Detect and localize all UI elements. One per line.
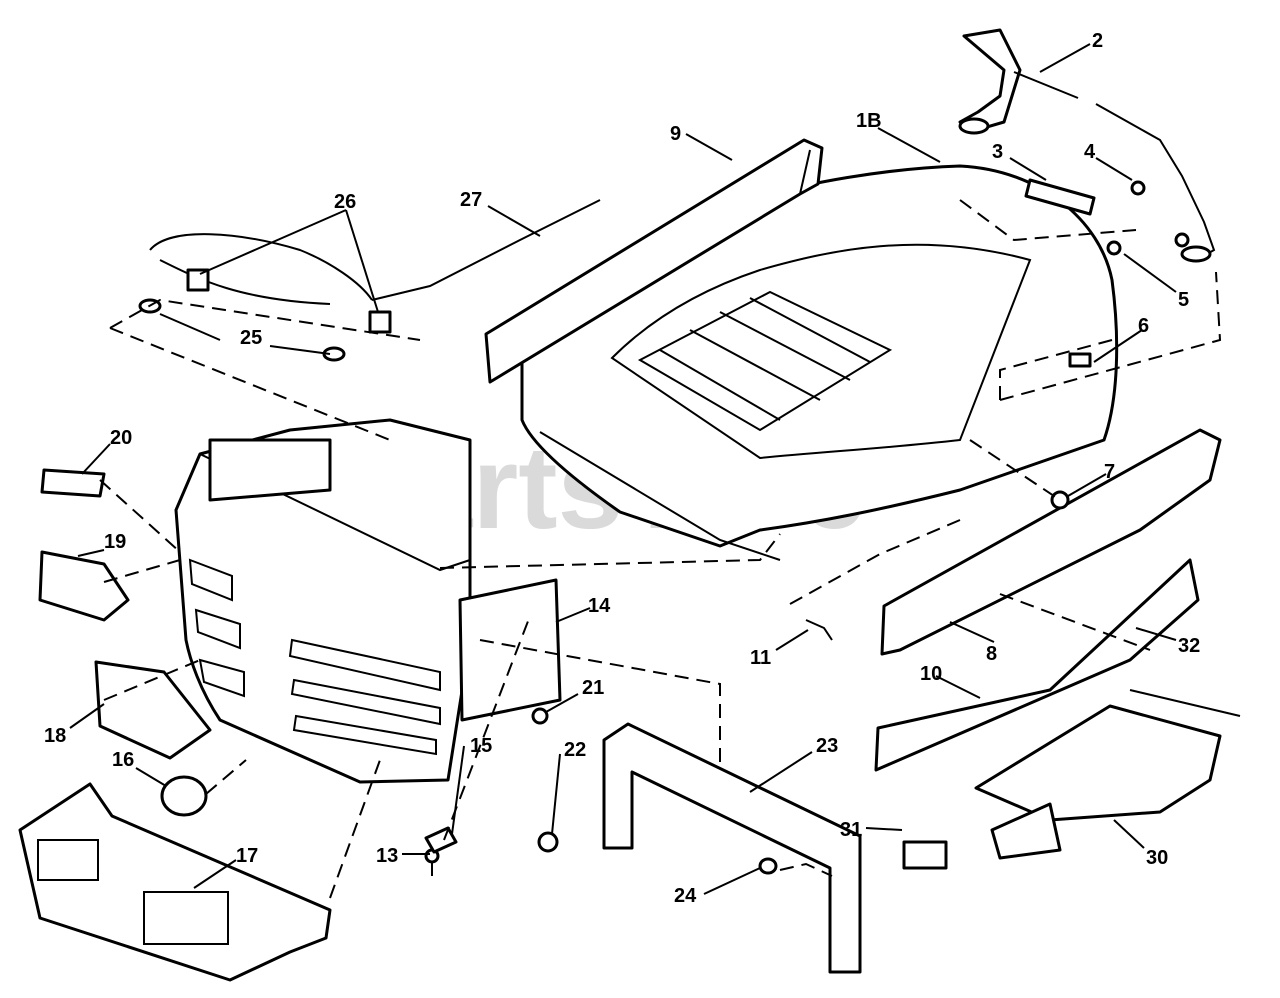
- callout-1b: 1B: [856, 110, 882, 132]
- callout-17: 17: [236, 845, 258, 867]
- part-front-bumper[interactable]: [18, 782, 332, 982]
- callout-5: 5: [1178, 289, 1189, 311]
- part-clip-15[interactable]: [424, 826, 458, 854]
- callout-16: 16: [112, 749, 134, 771]
- part-headlight-lens-lower[interactable]: [94, 660, 212, 760]
- part-fastener-7[interactable]: [1050, 490, 1070, 510]
- callout-18: 18: [44, 725, 66, 747]
- part-headlight-harness[interactable]: [138, 199, 601, 362]
- part-washer-24[interactable]: [758, 857, 778, 875]
- callout-4: 4: [1084, 141, 1096, 163]
- assembly-lines: [99, 199, 1222, 899]
- callout-30: 30: [1146, 847, 1168, 869]
- part-lens-flat[interactable]: [40, 468, 106, 498]
- callout-27: 27: [460, 189, 482, 211]
- leader-lines: [69, 43, 1177, 895]
- part-hinge-plate[interactable]: [1024, 178, 1096, 216]
- callout-19: 19: [104, 531, 126, 553]
- callout-20: 20: [110, 427, 132, 449]
- callout-11: 11: [750, 647, 771, 669]
- callout-32: 32: [1178, 635, 1200, 657]
- callout-14: 14: [588, 595, 611, 617]
- part-latch-6[interactable]: [1068, 352, 1092, 368]
- part-side-panel-10[interactable]: [874, 558, 1200, 772]
- part-support-bracket[interactable]: [602, 722, 862, 974]
- callout-13: 13: [376, 845, 398, 867]
- callout-31: 31: [840, 819, 862, 841]
- callout-10: 10: [920, 663, 942, 685]
- callout-21: 21: [582, 677, 604, 699]
- callout-25: 25: [240, 327, 262, 349]
- callout-2: 2: [1092, 30, 1103, 52]
- part-bolt-22[interactable]: [537, 831, 559, 853]
- part-emblem[interactable]: [160, 775, 208, 817]
- part-bolt-21[interactable]: [531, 707, 549, 725]
- callout-24: 24: [674, 885, 697, 907]
- part-nut[interactable]: [1106, 232, 1190, 256]
- part-hood[interactable]: [520, 164, 1119, 561]
- part-tray-30[interactable]: [974, 689, 1241, 860]
- part-side-panel-8[interactable]: [880, 428, 1222, 656]
- part-screw[interactable]: [1130, 180, 1146, 196]
- part-hood-rod[interactable]: [958, 28, 1216, 263]
- part-clip-11[interactable]: [805, 619, 833, 641]
- part-block-31[interactable]: [902, 840, 948, 870]
- callout-15: 15: [470, 735, 492, 757]
- callout-23: 23: [816, 735, 838, 757]
- part-hood-side-panel[interactable]: [484, 138, 824, 384]
- callout-8: 8: [986, 643, 997, 665]
- callout-26: 26: [334, 191, 356, 213]
- callout-9: 9: [670, 123, 681, 145]
- part-grille-housing[interactable]: [174, 418, 562, 784]
- part-headlight-lens-upper[interactable]: [38, 550, 130, 622]
- callout-22: 22: [564, 739, 586, 761]
- callout-3: 3: [992, 141, 1003, 163]
- callout-labels: 2 1B 3 4 5 6 7 8 9 10 11 13 14 15 16 17 …: [44, 30, 1200, 907]
- callout-7: 7: [1104, 461, 1115, 483]
- callout-6: 6: [1138, 315, 1149, 337]
